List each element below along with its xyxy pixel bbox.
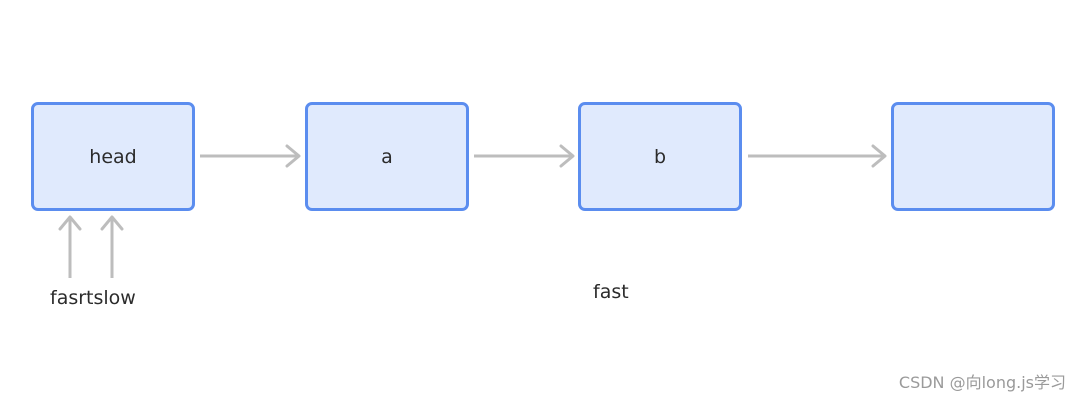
edge-b-to-tail [748,144,887,168]
edge-head-to-a [200,144,301,168]
pointer-label-fast: fast [593,281,629,303]
node-head: head [31,102,195,211]
pointer-label-fasrtslow: fasrtslow [50,287,136,309]
node-head-label: head [89,145,137,168]
pointer-arrow-slow [100,215,124,278]
node-a: a [305,102,469,211]
node-b-label: b [653,145,667,168]
edge-a-to-b [474,144,575,168]
node-tail [891,102,1055,211]
node-a-label: a [381,145,393,168]
node-b: b [578,102,742,211]
pointer-arrow-fast [58,215,82,278]
watermark: CSDN @向long.js学习 [898,373,1066,392]
